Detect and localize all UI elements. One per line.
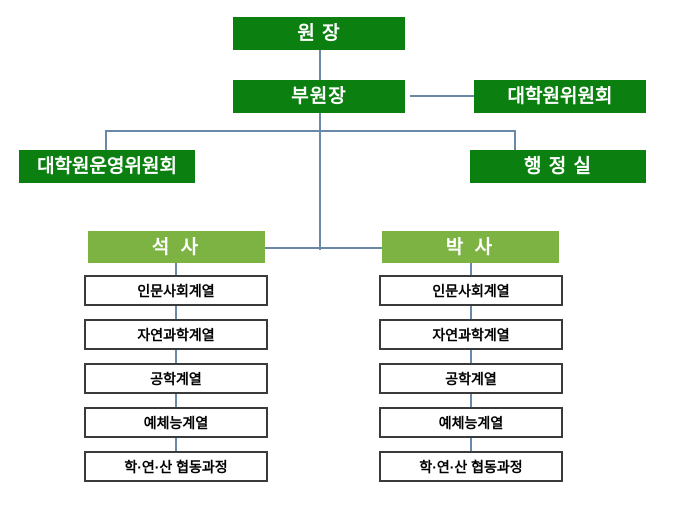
leaf-master-program-4[interactable]: 예체능계열 [84, 407, 268, 438]
leaf-label: 공학계열 [150, 370, 202, 387]
connector-drop-to-steering-committee [105, 130, 107, 151]
node-deputy-director-label: 부원장 [291, 86, 347, 107]
leaf-doctor-program-5[interactable]: 학·연·산 협동과정 [379, 451, 563, 482]
leaf-label: 예체능계열 [143, 414, 209, 431]
connector-director-to-deputy [319, 49, 321, 81]
leaf-doctor-program-1[interactable]: 인문사회계열 [379, 275, 563, 306]
leaf-label: 학·연·산 협동과정 [419, 458, 523, 475]
leaf-master-program-2[interactable]: 자연과학계열 [84, 319, 268, 350]
leaf-label: 인문사회계열 [432, 282, 510, 299]
node-director-label: 원 장 [297, 23, 341, 44]
leaf-doctor-program-2[interactable]: 자연과학계열 [379, 319, 563, 350]
node-graduate-committee[interactable]: 대학원위원회 [474, 80, 646, 113]
connector-deputy-to-graduate-committee [410, 95, 475, 97]
node-graduate-steering-committee-label: 대학원운영위원회 [37, 156, 177, 177]
node-master-label: 석 사 [151, 236, 202, 258]
node-administration-office[interactable]: 행 정 실 [470, 150, 646, 183]
leaf-master-program-5[interactable]: 학·연·산 협동과정 [84, 451, 268, 482]
leaf-label: 공학계열 [445, 370, 497, 387]
leaf-doctor-program-3[interactable]: 공학계열 [379, 363, 563, 394]
node-doctor[interactable]: 박 사 [382, 231, 559, 263]
leaf-doctor-program-4[interactable]: 예체능계열 [379, 407, 563, 438]
node-administration-office-label: 행 정 실 [524, 156, 592, 177]
connector-committee-branch-bar [105, 130, 515, 132]
node-doctor-label: 박 사 [445, 236, 496, 258]
connector-drop-to-administration [514, 130, 516, 151]
leaf-label: 학·연·산 협동과정 [124, 458, 228, 475]
connector-main-trunk [319, 112, 321, 250]
node-master[interactable]: 석 사 [88, 231, 265, 263]
leaf-master-program-1[interactable]: 인문사회계열 [84, 275, 268, 306]
node-graduate-steering-committee[interactable]: 대학원운영위원회 [19, 150, 195, 183]
leaf-master-program-3[interactable]: 공학계열 [84, 363, 268, 394]
node-director[interactable]: 원 장 [233, 17, 405, 50]
leaf-label: 자연과학계열 [432, 326, 510, 343]
node-graduate-committee-label: 대학원위원회 [507, 86, 613, 107]
leaf-label: 자연과학계열 [137, 326, 215, 343]
leaf-label: 예체능계열 [438, 414, 504, 431]
leaf-label: 인문사회계열 [137, 282, 215, 299]
connector-master-doctor-bar [265, 247, 383, 249]
node-deputy-director[interactable]: 부원장 [233, 80, 405, 113]
